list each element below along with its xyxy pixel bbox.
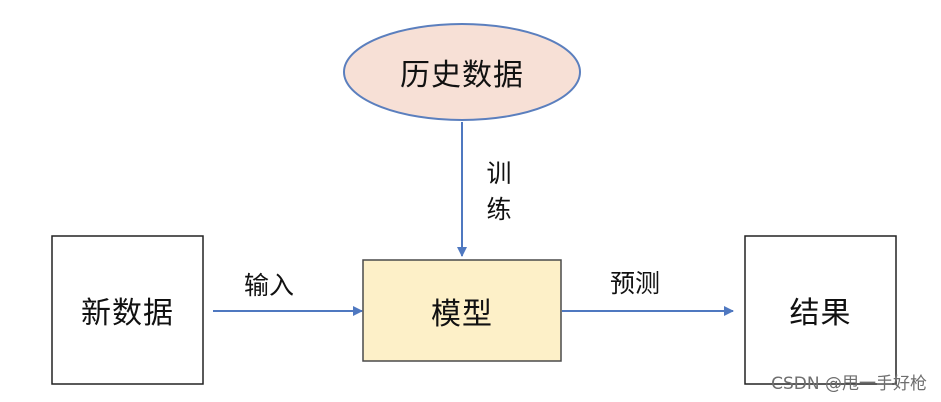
history-data-node [343,23,581,121]
new-data-node [51,235,204,385]
model-node [362,259,562,362]
new-data-label: 新数据 [81,296,174,331]
input-edge-label: 输入 [244,271,295,300]
model-label: 模型 [431,296,493,332]
result-label: 结果 [789,296,852,331]
predict-edge-label: 预测 [610,269,661,298]
result-node [744,235,897,385]
train-edge-label: 训练 [486,159,512,224]
csdn-watermark: CSDN @甩一手好枪 [771,374,927,394]
history-data-label: 历史数据 [400,58,524,93]
